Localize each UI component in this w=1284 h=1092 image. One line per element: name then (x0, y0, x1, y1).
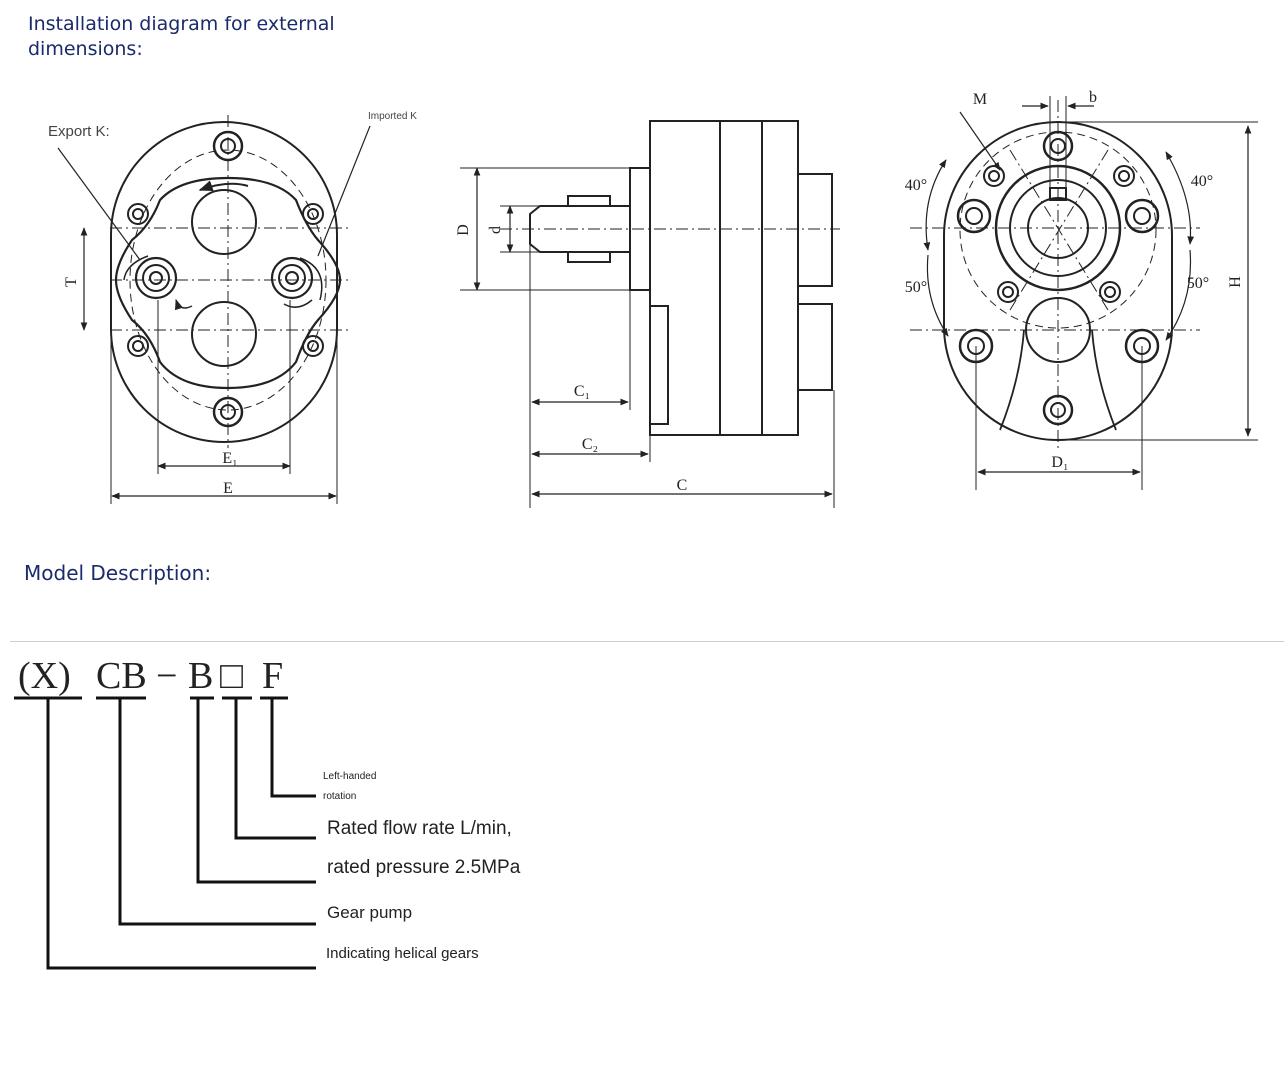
legend-pressure: rated pressure 2.5MPa (327, 857, 521, 878)
angle-top-left-label: 40° (905, 177, 927, 194)
angle-bottom-right-label: 50° (1187, 275, 1209, 292)
dim-E-label: E (223, 480, 233, 497)
dim-D-label: D (455, 224, 472, 236)
model-leader-lines (14, 696, 316, 970)
model-description-title: Model Description: (24, 561, 212, 585)
code-dash: − (156, 655, 177, 697)
import-port (270, 256, 314, 300)
legend-flow-rate: Rated flow rate L/min, (327, 818, 512, 839)
code-cb: CB (96, 655, 147, 697)
dim-d-label: d (487, 226, 504, 234)
imported-k-label: Imported K (368, 111, 417, 122)
side-view (460, 120, 840, 508)
front-view (57, 115, 371, 504)
dim-D1-label: D₁ (1051, 454, 1068, 471)
rear-boss-bottom (797, 303, 833, 391)
installation-diagram-title: Installation diagram for external dimens… (28, 13, 335, 60)
shaft-key-lower (567, 251, 611, 263)
dim-H-label: H (1227, 276, 1244, 288)
legend-left-handed-line1: Left-handed (323, 771, 377, 782)
dim-C2-label: C₂ (582, 436, 598, 453)
front-bolt-bottom (212, 396, 244, 428)
dim-T-label: T (63, 277, 80, 287)
angle-top-right-label: 40° (1191, 173, 1213, 190)
front-bolt-top (212, 130, 244, 162)
section-divider (10, 641, 1284, 642)
rear-boss-top (797, 173, 833, 287)
model-code: (X) CB − B □ F (18, 655, 283, 697)
shaft-key (567, 195, 611, 207)
legend-left-handed-line2: rotation (323, 791, 357, 802)
dim-C-label: C (677, 477, 688, 494)
front-housing-outline (110, 121, 338, 443)
angle-bottom-left-label: 50° (905, 279, 927, 296)
dim-C1-label: C₁ (574, 383, 590, 400)
code-f: F (262, 655, 283, 697)
lower-gear-circle (191, 301, 257, 367)
code-box: □ (220, 655, 243, 697)
legend-helical-gears: Indicating helical gears (326, 945, 479, 962)
rear-view (910, 96, 1258, 490)
dim-M-label: M (973, 91, 987, 108)
dim-b-label: b (1089, 89, 1097, 106)
upper-gear-circle (191, 189, 257, 255)
code-b: B (188, 655, 213, 697)
export-port (134, 256, 178, 300)
code-prefix: (X) (18, 655, 71, 697)
pump-body (649, 120, 799, 436)
dim-E1-label: E₁ (222, 450, 237, 467)
legend-gear-pump: Gear pump (327, 903, 413, 922)
export-k-label: Export K: (48, 123, 110, 140)
